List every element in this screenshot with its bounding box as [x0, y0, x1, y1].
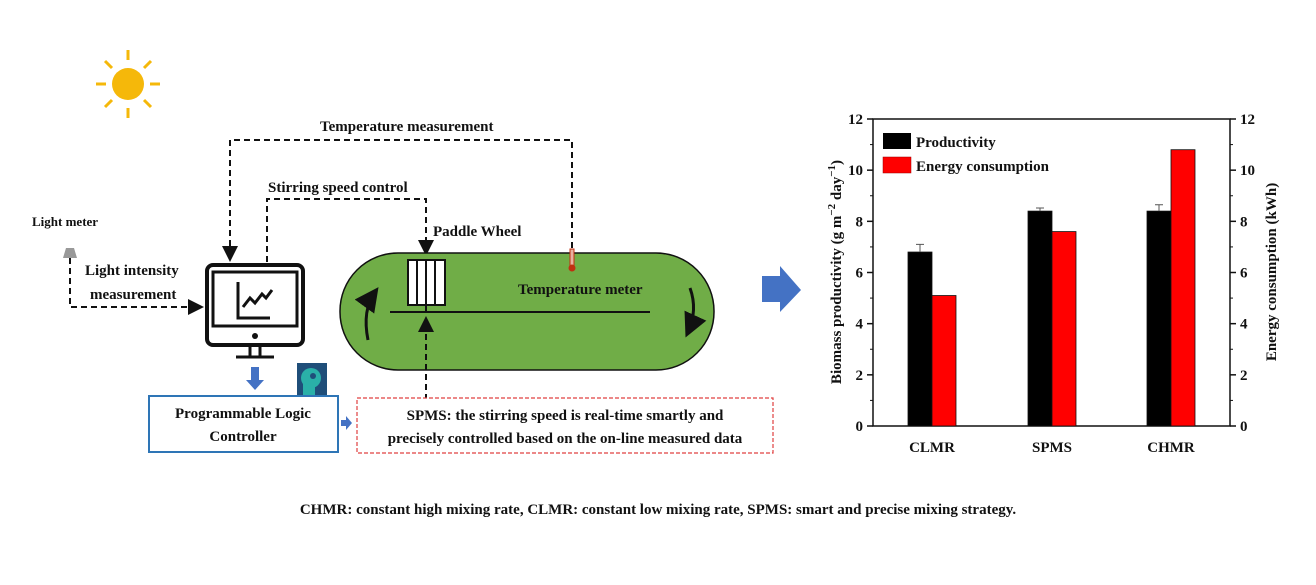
error-bar	[916, 243, 924, 253]
legend-swatch-productivity	[883, 133, 911, 149]
flow-arrow-right-icon	[684, 287, 707, 338]
paddle-wheel-label: Paddle Wheel	[433, 224, 521, 240]
y-tick-label: 6	[856, 266, 864, 282]
y2-tick-label: 6	[1240, 266, 1248, 282]
bar-energy	[931, 295, 957, 427]
y2-axis-label: Energy consumption (kWh)	[1264, 183, 1280, 361]
bar-productivity	[1146, 210, 1172, 427]
down-arrow-icon	[246, 367, 264, 390]
temperature-measurement-label: Temperature measurement	[320, 119, 493, 135]
plc-label: Programmable Logic	[175, 406, 311, 422]
bar-energy	[1170, 149, 1196, 427]
big-right-arrow-icon	[762, 266, 801, 312]
bar-productivity	[907, 251, 933, 427]
sun-icon	[96, 50, 160, 118]
error-bar	[1036, 207, 1044, 212]
y-axis-label: Biomass productivity (g m−2 day−1)	[826, 160, 845, 384]
y2-tick-label: 8	[1240, 214, 1248, 230]
spms-box	[356, 397, 774, 454]
light-intensity-label-2: measurement	[90, 287, 176, 303]
y-tick-label: 2	[856, 368, 864, 384]
light-meter-icon	[63, 248, 77, 258]
y2-tick-label: 4	[1240, 317, 1248, 333]
x-tick-label: SPMS	[1032, 440, 1072, 456]
error-bar	[1155, 204, 1163, 212]
light-meter-label: Light meter	[32, 214, 98, 229]
x-tick-label: CHMR	[1147, 440, 1195, 456]
x-tick-label: CLMR	[909, 440, 955, 456]
right-arrow-icon	[341, 416, 352, 430]
thermometer-icon	[568, 248, 576, 272]
y-tick-label: 10	[848, 163, 863, 179]
y2-tick-label: 2	[1240, 368, 1248, 384]
caption: CHMR: constant high mixing rate, CLMR: c…	[300, 502, 1017, 518]
plc-label-2: Controller	[209, 429, 277, 445]
y2-tick-label: 0	[1240, 419, 1248, 435]
paddle-wheel-icon	[407, 259, 446, 312]
y-tick-label: 8	[856, 214, 864, 230]
light-intensity-label: Light intensity	[85, 263, 179, 279]
legend-swatch-energy	[882, 156, 912, 174]
flow-arrow-left-icon	[354, 287, 379, 341]
y-tick-label: 12	[848, 112, 863, 128]
legend-label-productivity: Productivity	[916, 135, 996, 151]
y2-tick-label: 10	[1240, 163, 1255, 179]
ai-head-icon	[297, 363, 327, 395]
bar-energy	[1051, 231, 1077, 427]
legend-label-energy: Energy consumption	[916, 159, 1050, 175]
spms-description: SPMS: the stirring speed is real-time sm…	[407, 408, 724, 424]
y-tick-label: 0	[856, 419, 864, 435]
bar-productivity	[1027, 210, 1053, 427]
computer-monitor-icon	[205, 263, 305, 359]
plc-box	[148, 395, 339, 453]
temperature-meter-label: Temperature meter	[518, 282, 643, 298]
spms-description-2: precisely controlled based on the on-lin…	[388, 431, 743, 447]
stirring-speed-control-label: Stirring speed control	[268, 180, 408, 196]
y-tick-label: 4	[856, 317, 864, 333]
y2-tick-label: 12	[1240, 112, 1255, 128]
